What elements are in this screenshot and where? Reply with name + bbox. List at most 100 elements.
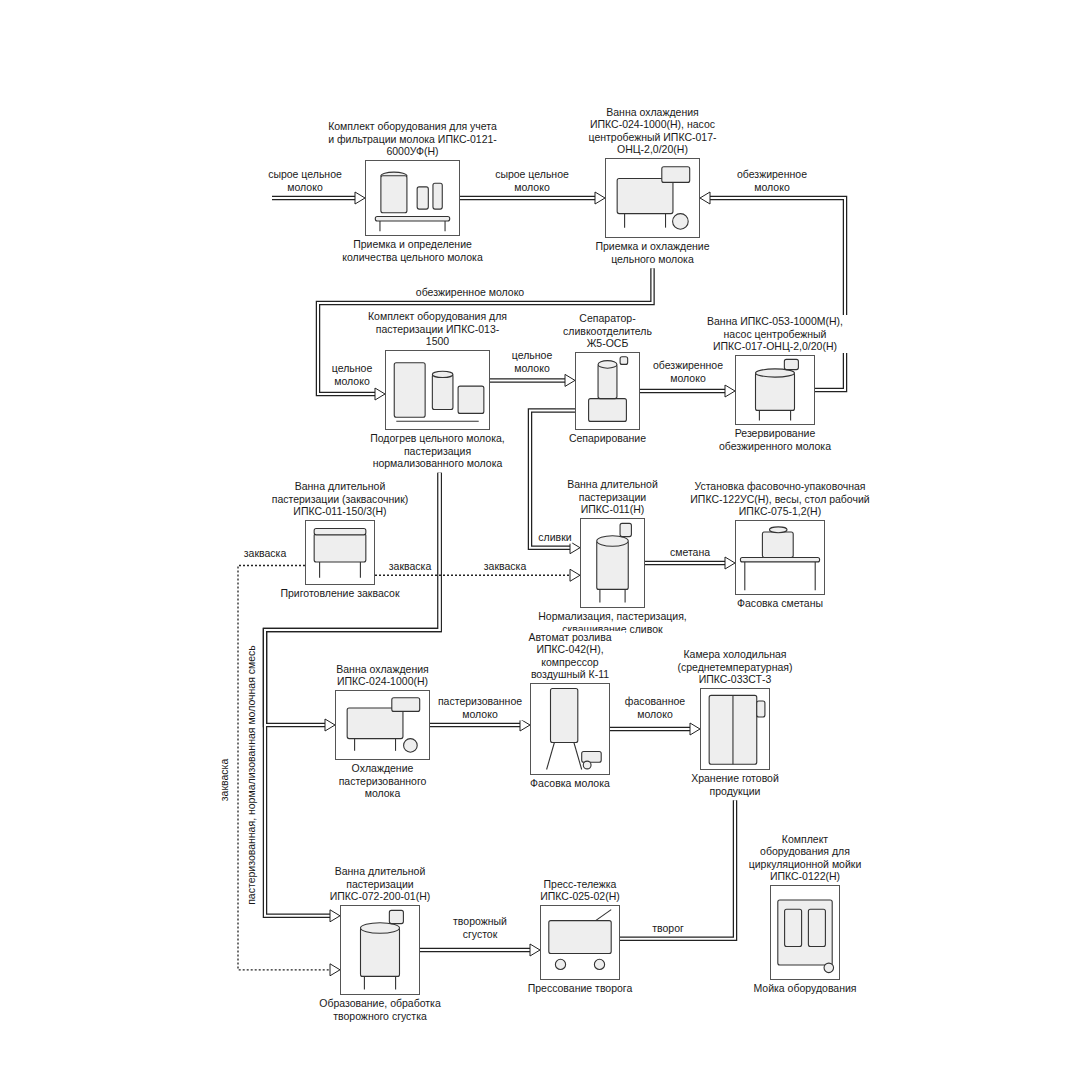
sketch-part xyxy=(361,923,400,934)
sketch-part xyxy=(432,371,453,377)
flow-label: обезжиренное молоко xyxy=(726,168,818,193)
equipment-name: Ванна длительной пастеризации ИПКС-011(Н… xyxy=(553,478,673,516)
sketch-part xyxy=(620,523,631,536)
equipment-box: Комплект оборудования для циркуляционной… xyxy=(770,885,840,980)
equipment-name: Пресс-тележка ИПКС-025-02(Н) xyxy=(525,878,635,903)
equipment-sketch xyxy=(531,684,609,774)
equipment-sketch xyxy=(306,521,374,584)
sketch-part xyxy=(785,909,802,946)
sketch-part xyxy=(549,921,611,954)
inlet-arrow xyxy=(272,192,365,204)
equipment-sketch xyxy=(366,161,459,235)
sketch-part xyxy=(360,562,361,578)
arrow-head xyxy=(375,388,385,400)
sketch-part xyxy=(555,959,565,969)
arrow-head xyxy=(725,385,735,397)
sketch-part xyxy=(740,558,819,562)
sketch-part xyxy=(347,708,403,739)
sketch-part xyxy=(769,527,787,533)
equipment-name: Ванна длительной пастеризации (заквасочн… xyxy=(263,480,418,518)
sketch-part xyxy=(594,959,604,969)
sketch-part xyxy=(396,421,478,422)
process-step: Образование, обработка творожного сгустк… xyxy=(315,997,445,1022)
arrow-head xyxy=(570,542,580,554)
pipe-connector xyxy=(430,723,521,728)
process-step: Приемка и определение количества цельног… xyxy=(338,238,488,263)
equipment-box: Ванна охлаждения ИПКС-024-1000(Н), насос… xyxy=(605,158,700,238)
sketch-part xyxy=(551,689,578,743)
sketch-part xyxy=(759,410,760,420)
process-step: Фасовка молока xyxy=(520,777,620,790)
sketch-part xyxy=(361,928,400,976)
arrow-head xyxy=(725,557,735,569)
sketch-part xyxy=(778,900,832,965)
arrow-head xyxy=(325,719,335,731)
flow-label: цельное молоко xyxy=(324,362,381,387)
arrow-head xyxy=(355,192,365,204)
equipment-name: Установка фасовочно-упаковочная ИПКС-122… xyxy=(688,480,873,518)
equipment-box: Ванна длительной пастеризации ИПКС-011(Н… xyxy=(580,518,645,608)
process-step: Приемка и охлаждение цельного молока xyxy=(588,240,718,265)
equipment-sketch xyxy=(576,353,639,429)
arrow-head xyxy=(530,944,540,956)
arrow-head xyxy=(690,723,700,735)
equipment-name: Ванна длительной пастеризации ИПКС-072-2… xyxy=(320,865,440,903)
pipe-connector xyxy=(420,948,531,953)
process-step: Подогрев цельного молока, пастеризация н… xyxy=(368,432,508,470)
sketch-part xyxy=(709,695,757,764)
equipment-box: Ванна охлаждения ИПКС-024-1000(Н)Охлажде… xyxy=(335,690,430,760)
sketch-part xyxy=(784,359,798,369)
sketch-part xyxy=(815,562,816,590)
equipment-sketch xyxy=(701,689,769,769)
process-step: Прессование творога xyxy=(520,982,640,995)
pipe-connector xyxy=(610,728,691,730)
flow-label: пастеризованное молоко xyxy=(432,695,529,720)
arrow-head xyxy=(570,569,580,581)
sketch-part xyxy=(392,698,420,712)
sketch-part xyxy=(582,752,602,763)
pipe-connector xyxy=(620,800,735,939)
equipment-box: Пресс-тележка ИПКС-025-02(Н)Прессование … xyxy=(540,905,620,980)
flow-label: закваска xyxy=(388,560,432,573)
process-step: Резервирование обезжиренного молока xyxy=(715,427,835,452)
process-step: Хранение готовой продукции xyxy=(680,772,790,797)
flow-label: цельное молоко xyxy=(500,349,564,374)
sketch-part xyxy=(458,386,484,413)
sketch-part xyxy=(744,562,745,590)
sketch-part xyxy=(547,743,555,770)
equipment-box: Сепаратор-сливкоотделитель Ж5-ОСБСепарир… xyxy=(575,352,640,430)
flow-label: обезжиренное молоко xyxy=(645,359,732,384)
equipment-sketch xyxy=(541,906,619,979)
flow-label: сливки xyxy=(537,531,572,544)
pipe-connector xyxy=(430,724,521,726)
equipment-name: Ванна охлаждения ИПКС-024-1000(Н) xyxy=(328,663,438,688)
arrow-head xyxy=(330,910,340,922)
equipment-name: Комплект оборудования для пастеризации И… xyxy=(368,310,508,348)
equipment-sketch xyxy=(736,521,824,594)
pipe-connector xyxy=(610,727,691,732)
sketch-part xyxy=(444,221,445,231)
flow-label: закваска xyxy=(243,547,287,560)
sketch-part xyxy=(389,910,403,923)
sketch-part xyxy=(395,976,396,989)
sketch-part xyxy=(354,739,355,751)
sketch-part xyxy=(314,534,366,562)
sketch-part xyxy=(589,399,627,422)
equipment-sketch xyxy=(336,691,429,759)
sketch-part xyxy=(395,739,396,751)
equipment-name: Автомат розлива ИПКС-042(Н), компрессор … xyxy=(515,631,625,681)
pipe-connector xyxy=(420,949,531,951)
flow-label: творожный сгусток xyxy=(434,915,526,940)
process-step: Приготовление заквасок xyxy=(275,587,405,600)
sketch-part xyxy=(732,695,733,764)
sketch-part xyxy=(762,532,793,558)
pipe-connector xyxy=(645,562,726,564)
flow-label: сметана xyxy=(669,546,711,559)
flow-label: сырое цельное молоко xyxy=(267,168,344,193)
sketch-part xyxy=(583,761,591,769)
sketch-part xyxy=(381,176,407,213)
sketch-part xyxy=(808,909,825,946)
sketch-part xyxy=(364,976,365,989)
arrow-head xyxy=(330,964,340,976)
